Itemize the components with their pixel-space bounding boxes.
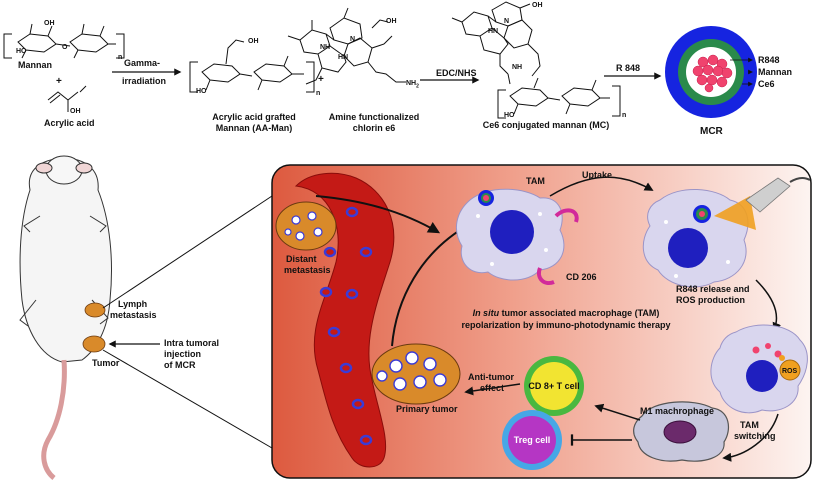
injection-label-line1: Intra tumoral [164, 338, 220, 348]
edc-nhs-label: EDC/NHS [436, 68, 477, 78]
m1-label: M1 machrophage [640, 406, 715, 416]
mc-hn-label: HN [488, 28, 499, 35]
chlorin-nh2-label: NH2 [406, 78, 419, 92]
r848-arrow-label: R 848 [616, 63, 641, 73]
distant-to-tam-arrow [315, 195, 441, 234]
chlorin-n-label: N [350, 36, 356, 43]
aa-man-label-line1: Acrylic acid grafted [212, 112, 296, 122]
chlorin-oh-label: OH [386, 18, 397, 25]
uptake-label: Uptake [582, 170, 613, 180]
m1-macrophage [633, 401, 730, 462]
acrylic-acid-structure [47, 85, 87, 112]
mannan-o-label: O [62, 44, 68, 51]
aa-man-label-line2: Mannan (AA-Man) [215, 123, 293, 133]
insitu-rest: tumor associated macrophage (TAM) [499, 308, 660, 318]
legend-mannan: Mannan [758, 67, 793, 77]
antitumor-arrow [464, 383, 521, 396]
amine-label-line2: chlorin e6 [352, 123, 396, 133]
repolarization-caption: repolarization by immuno-photodynamic th… [461, 320, 671, 330]
primary-tumor-cluster [371, 343, 461, 405]
subscript-n-2: n [316, 90, 321, 97]
insitu-italic: In situ [472, 308, 500, 318]
primary-tumor-label: Primary tumor [396, 404, 458, 414]
aa-man-oh-label: OH [248, 38, 259, 45]
macrophage-with-mcr [642, 177, 811, 288]
acrylic-oh-label: OH [70, 108, 81, 115]
chlorin-nh2-text: NH [406, 80, 417, 87]
mcr-label: MCR [700, 126, 723, 137]
primary-to-tam-arrow [391, 222, 473, 347]
injection-label-line2: injection [164, 349, 202, 359]
tam-switch-line1: TAM [740, 420, 759, 430]
mc-ho-label: HO [504, 112, 515, 119]
acrylic-acid-label: Acrylic acid [44, 118, 95, 128]
antitumor-label-line1: Anti-tumor [468, 372, 514, 382]
amine-label-line1: Amine functionalized [328, 112, 420, 122]
distant-label-line1: Distant [286, 254, 317, 264]
injection-label-line3: of MCR [164, 360, 196, 370]
tam-label: TAM [526, 176, 545, 186]
chlorin-nh2-subscript: 2 [416, 83, 419, 90]
cd8-label: CD 8+ T cell [528, 381, 580, 391]
legend-ce6: Ce6 [758, 79, 775, 89]
mc-oh-label: OH [532, 2, 543, 9]
subscript-n-3: n [622, 112, 627, 119]
blood-vessel [294, 172, 395, 468]
mc-nh-label: NH [512, 64, 523, 71]
chlorin-hn-label: HN [338, 54, 349, 61]
legend-r848: R848 [758, 55, 780, 65]
macrophage-ros [710, 324, 808, 414]
gamma-label-line2: irradiation [122, 76, 167, 86]
r848-release-line2: ROS production [676, 295, 745, 305]
lymph-label-line2: metastasis [110, 310, 157, 320]
treg-label: Treg cell [513, 435, 551, 445]
treg-cell [502, 410, 562, 470]
distant-label-line2: metastasis [284, 265, 331, 275]
m1-to-cd8-arrow [594, 403, 641, 421]
mannan-ho-label: HO [16, 48, 27, 55]
plus-sign-2: + [318, 74, 324, 85]
red-blood-cells [311, 204, 373, 446]
ros-label: ROS [782, 368, 798, 375]
lymph-metastasis-tumor [84, 302, 106, 318]
subscript-n-1: n [118, 54, 123, 61]
mc-label: Ce6 conjugated mannan (MC) [482, 120, 610, 130]
uptake-arrow [549, 176, 654, 197]
mannan-oh-label: OH [44, 20, 55, 27]
primary-tumor-on-mouse [82, 335, 106, 353]
ce6-mannan-structure [451, 1, 621, 119]
plus-sign-1: + [56, 76, 62, 87]
cd8-t-cell [524, 356, 584, 416]
tam-cell [455, 188, 579, 285]
aa-man-structure [189, 39, 315, 93]
tam-switching-arrow [722, 413, 779, 462]
mannan-structure [3, 23, 125, 59]
chlorin-e6-structure [287, 7, 406, 85]
cd206-label: CD 206 [566, 272, 597, 282]
zoom-line-bottom [102, 349, 273, 449]
tam-switch-line2: switching [734, 431, 776, 441]
insitu-caption: In situ tumor associated macrophage (TAM… [473, 308, 660, 319]
distant-metastasis-tumor [275, 201, 337, 251]
r848-release-line1: R848 release and [676, 284, 750, 294]
chlorin-nh-label: NH [320, 44, 331, 51]
mc-n-label: N [504, 18, 510, 25]
tumor-label: Tumor [92, 358, 120, 368]
antitumor-label-line2: effect [480, 383, 505, 393]
mcr-particle [665, 26, 757, 118]
mannan-label: Mannan [18, 60, 53, 70]
aa-man-ho-label: HO [196, 88, 207, 95]
lymph-label-line1: Lymph [118, 299, 148, 309]
gamma-label-line1: Gamma- [124, 58, 161, 68]
zoom-line-top [102, 195, 273, 309]
